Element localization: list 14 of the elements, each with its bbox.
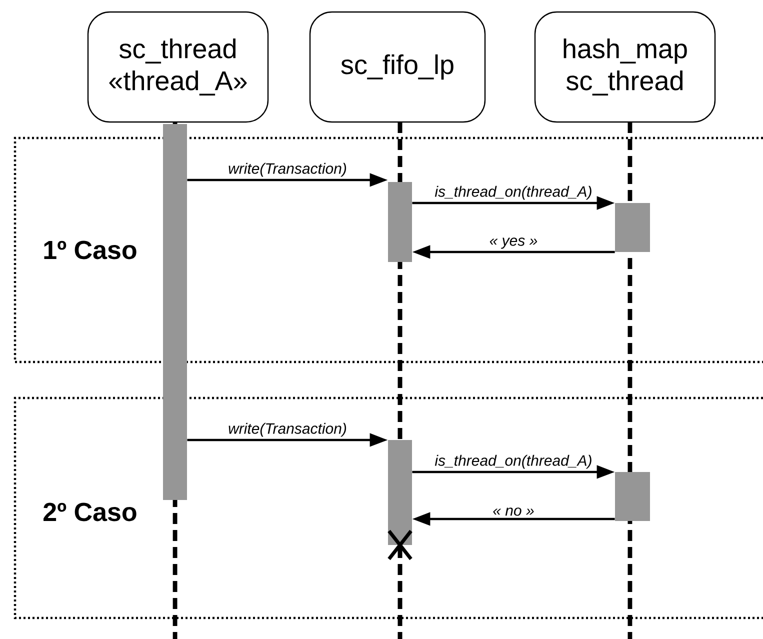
edge-label: write(Transaction) (228, 162, 346, 177)
activation-bar (615, 203, 650, 252)
activation-bar (388, 182, 412, 262)
edge-label: « yes » (490, 238, 538, 249)
lifeline-header: sc_thread «thread_A» (87, 11, 269, 123)
activation-bar (388, 440, 412, 545)
lifeline-header: sc_fifo_lp (309, 11, 486, 123)
edge-label: write(Transaction) (228, 422, 346, 437)
activation-bar (163, 124, 187, 500)
edge-label: « no » (493, 508, 534, 516)
edge-label: is_thread_on(thread_A) (434, 186, 592, 200)
lifeline-header: hash_map sc_thread (534, 11, 716, 123)
edge-label: is_thread_on(thread_A) (434, 454, 592, 469)
activation-bar (615, 472, 650, 521)
